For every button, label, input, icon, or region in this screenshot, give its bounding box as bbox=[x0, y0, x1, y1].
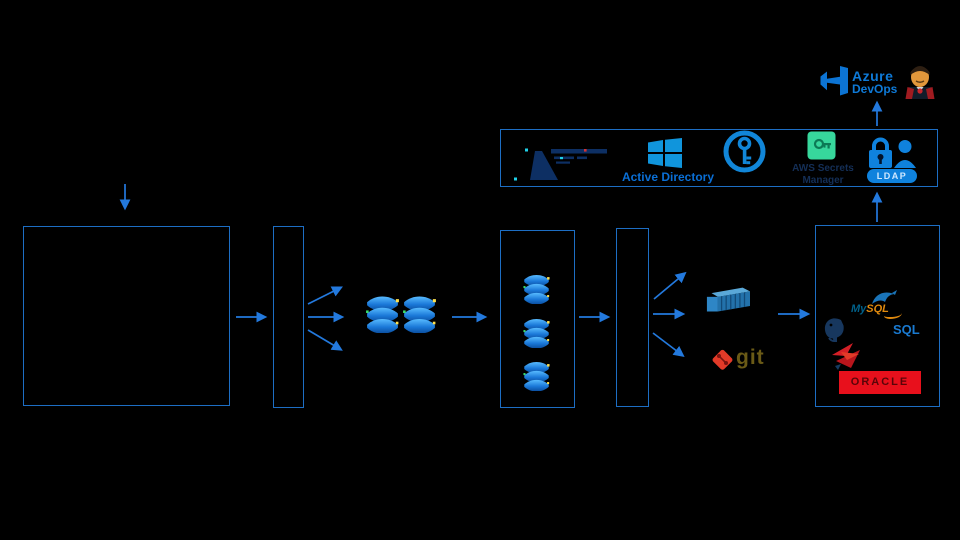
dark-sail-logo-icon bbox=[514, 148, 607, 181]
aws-secrets-manager-label-line1: AWS Secrets bbox=[792, 163, 854, 174]
arrow-lb2-fan-bottom bbox=[652, 332, 685, 358]
database-stack-icon bbox=[366, 296, 399, 333]
mysql-suffix: SQL bbox=[866, 303, 889, 315]
windows-flag-icon bbox=[648, 138, 682, 168]
database-stack-icon bbox=[523, 274, 550, 304]
azure-devops-logo-icon bbox=[820, 66, 848, 96]
azure-devops-wordmark-line1: Azure bbox=[852, 68, 894, 84]
database-cluster-box bbox=[500, 230, 575, 408]
aws-secrets-manager-label-line2: Manager bbox=[802, 175, 844, 186]
arrow-lb2-fan-top bbox=[653, 271, 687, 300]
git-diamond-icon bbox=[712, 349, 733, 370]
azure-devops-wordmark-line2: DevOps bbox=[852, 82, 898, 96]
mysql-prefix: My bbox=[851, 303, 867, 315]
active-directory-label: Active Directory bbox=[621, 170, 715, 184]
mysql-wordmark: MySQL bbox=[851, 303, 889, 315]
mysql-underline-swoosh bbox=[884, 310, 902, 319]
database-stack-icon bbox=[523, 318, 550, 348]
arrow-lb1-fan-bottom bbox=[307, 329, 343, 351]
backend-services-box bbox=[815, 225, 940, 407]
postgresql-elephant-icon bbox=[824, 318, 844, 342]
git-wordmark: git bbox=[736, 346, 765, 369]
database-stack-icon bbox=[403, 296, 436, 333]
identity-providers-box bbox=[500, 129, 938, 187]
red-fish-logo-icon bbox=[832, 343, 860, 370]
arrow-lb1-fan-top bbox=[307, 286, 343, 305]
shipping-container-icon bbox=[706, 287, 750, 312]
sql-server-label: SQL bbox=[893, 322, 920, 337]
key-in-circle-icon bbox=[723, 130, 766, 173]
database-stack-icon bbox=[523, 361, 550, 391]
oracle-badge: ORACLE bbox=[839, 371, 921, 394]
load-balancer-2-box bbox=[616, 228, 649, 407]
jenkins-butler-icon bbox=[905, 66, 935, 99]
ldap-lock-person-icon bbox=[869, 137, 916, 168]
client-box bbox=[23, 226, 230, 406]
ldap-badge: LDAP bbox=[867, 169, 917, 183]
aws-secrets-manager-icon bbox=[807, 131, 836, 160]
mysql-dolphin-icon bbox=[872, 290, 897, 304]
load-balancer-1-box bbox=[273, 226, 304, 408]
